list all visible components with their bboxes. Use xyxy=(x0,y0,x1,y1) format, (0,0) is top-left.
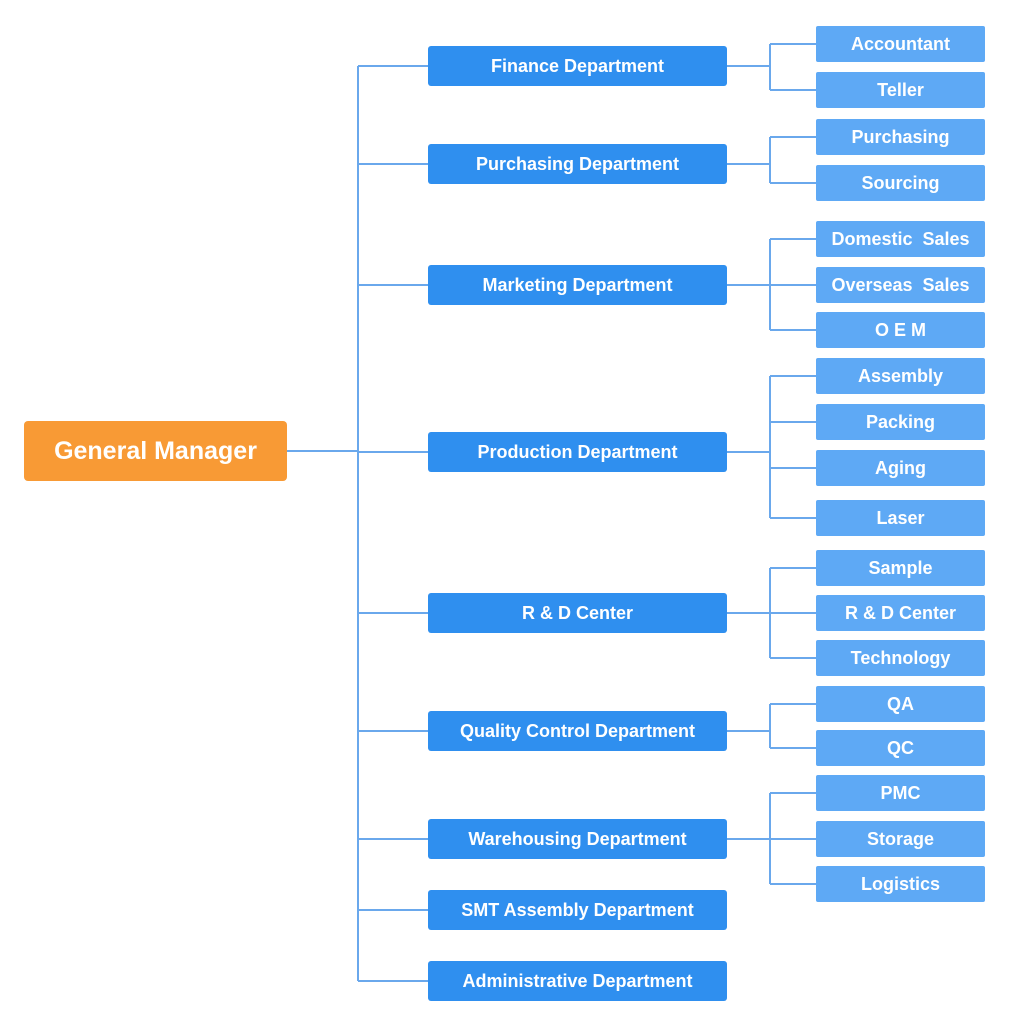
dept-purchasing: Purchasing Department xyxy=(428,144,727,184)
sub-overseas-sales: Overseas Sales xyxy=(816,267,985,303)
sub-pmc: PMC xyxy=(816,775,985,811)
sub-rd-center: R & D Center xyxy=(816,595,985,631)
sub-sample: Sample xyxy=(816,550,985,586)
sub-qa: QA xyxy=(816,686,985,722)
sub-accountant: Accountant xyxy=(816,26,985,62)
dept-production: Production Department xyxy=(428,432,727,472)
sub-assembly: Assembly xyxy=(816,358,985,394)
sub-qc: QC xyxy=(816,730,985,766)
dept-quality-control: Quality Control Department xyxy=(428,711,727,751)
dept-warehousing: Warehousing Department xyxy=(428,819,727,859)
sub-sourcing: Sourcing xyxy=(816,165,985,201)
sub-purchasing: Purchasing xyxy=(816,119,985,155)
sub-domestic-sales: Domestic Sales xyxy=(816,221,985,257)
dept-rd-center: R & D Center xyxy=(428,593,727,633)
sub-oem: O E M xyxy=(816,312,985,348)
sub-storage: Storage xyxy=(816,821,985,857)
sub-teller: Teller xyxy=(816,72,985,108)
dept-administrative: Administrative Department xyxy=(428,961,727,1001)
sub-packing: Packing xyxy=(816,404,985,440)
root-node-general-manager: General Manager xyxy=(24,421,287,481)
sub-technology: Technology xyxy=(816,640,985,676)
dept-finance: Finance Department xyxy=(428,46,727,86)
sub-logistics: Logistics xyxy=(816,866,985,902)
dept-marketing: Marketing Department xyxy=(428,265,727,305)
sub-laser: Laser xyxy=(816,500,985,536)
sub-aging: Aging xyxy=(816,450,985,486)
dept-smt-assembly: SMT Assembly Department xyxy=(428,890,727,930)
